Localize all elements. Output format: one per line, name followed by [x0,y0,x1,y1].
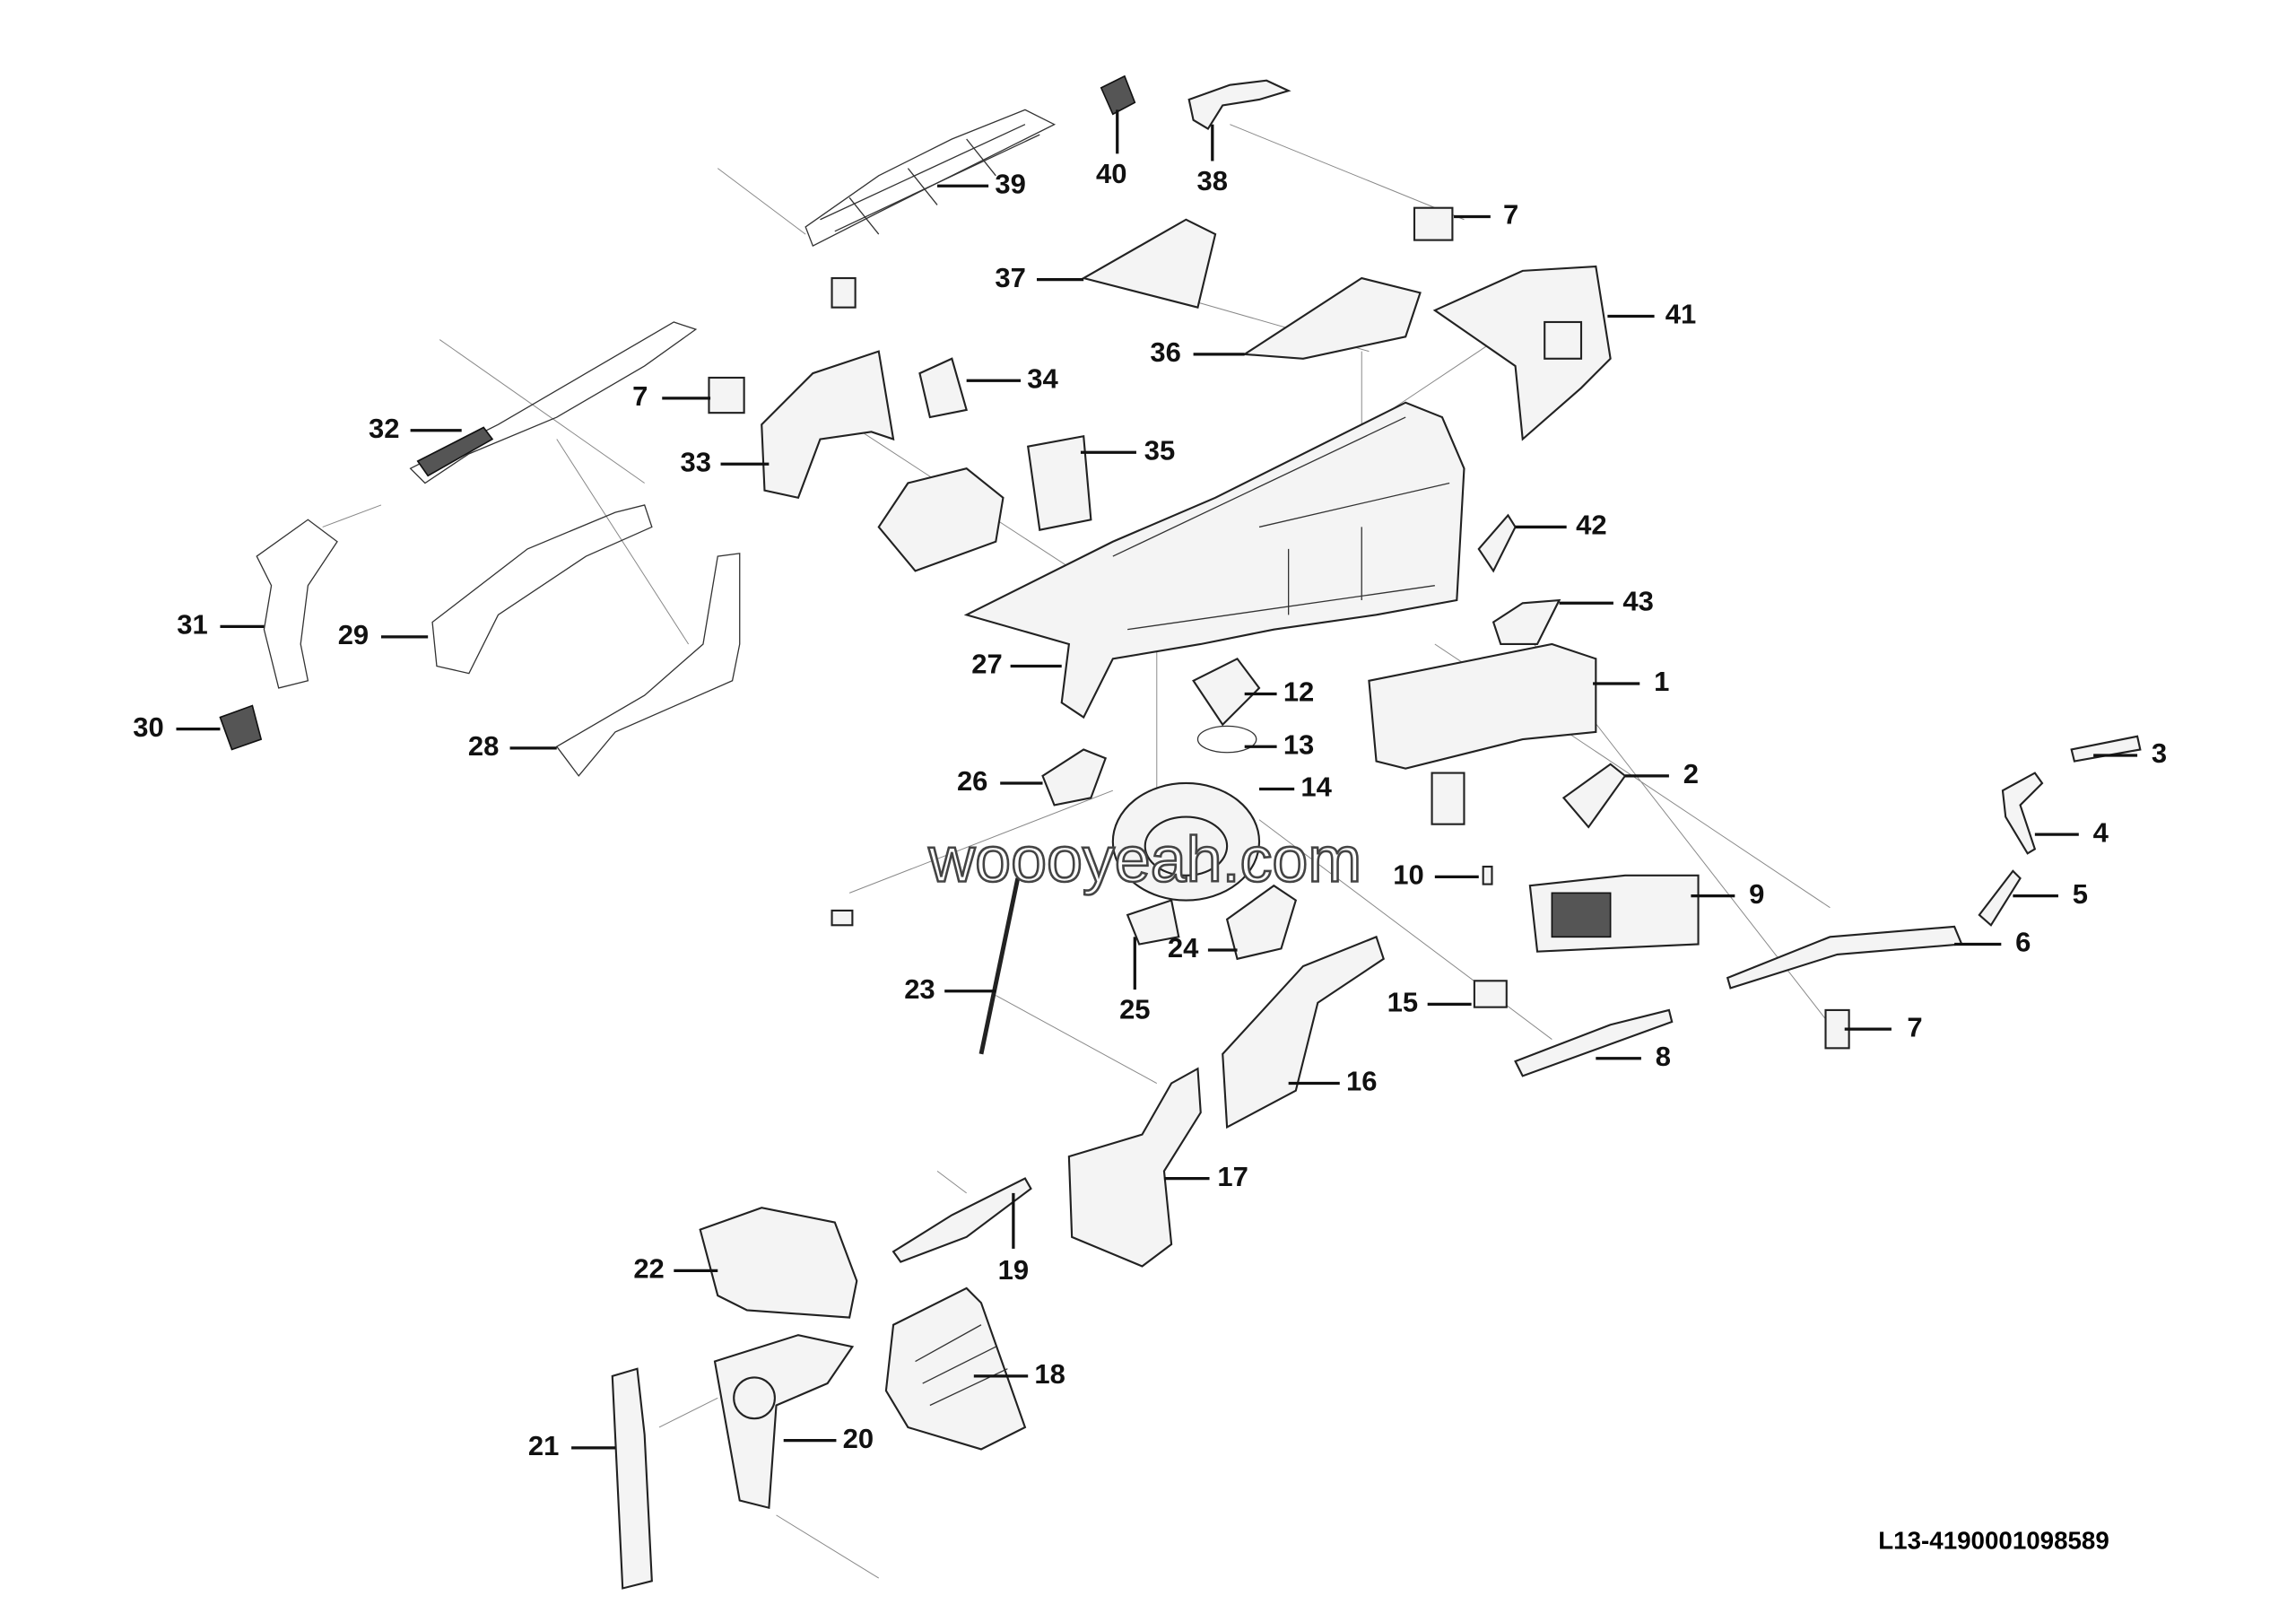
part-label: 1 [1654,666,1669,697]
watermark: woooyeah.com [927,824,1361,895]
part-label: 12 [1283,676,1314,708]
part-label: 20 [843,1423,874,1454]
part-label: 19 [998,1254,1029,1286]
part-label: 33 [681,446,711,477]
part-label: 6 [2015,927,2031,958]
part-label: 41 [1665,299,1696,330]
part-label: 30 [133,711,163,743]
part-label: 18 [1034,1358,1065,1390]
part-label: 37 [995,262,1025,293]
part-label: 23 [904,973,935,1005]
drawing-code: L13-4190001098589 [1878,1526,2109,1554]
part-label: 26 [957,765,987,797]
part-label: 24 [1168,932,1199,964]
part-label: 36 [1150,336,1180,368]
part-label: 31 [177,609,207,641]
parts-drawings [219,74,2142,1590]
part-label: 28 [468,730,499,762]
part-label: 7 [1503,199,1518,231]
part-label: 9 [1749,878,1764,910]
part-label: 3 [2152,737,2167,769]
part-label: 40 [1096,158,1126,189]
part-label: 7 [1907,1011,1922,1042]
part-label: 34 [1027,362,1058,394]
part-label: 8 [1656,1041,1671,1072]
part-label: 21 [528,1430,559,1461]
part-label: 7 [632,380,648,412]
part-label: 25 [1119,994,1150,1025]
part-label: 4 [2093,816,2109,848]
part-label: 43 [1622,585,1653,616]
part-label: 32 [369,413,399,444]
part-label: 35 [1144,434,1175,466]
part-label: 22 [633,1253,664,1285]
part-label: 2 [1683,758,1699,789]
part-label: 29 [338,619,369,650]
part-label: 42 [1576,510,1606,541]
part-label: 17 [1217,1161,1248,1192]
part-label: 10 [1393,859,1423,891]
part-label: 27 [971,649,1002,680]
part-label: 38 [1197,165,1228,196]
part-label: 15 [1387,987,1418,1018]
part-label: 39 [995,168,1025,199]
part-label: 5 [2073,878,2088,910]
part-label: 14 [1300,772,1332,803]
part-label: 16 [1346,1066,1377,1097]
part-label: 13 [1283,728,1314,760]
